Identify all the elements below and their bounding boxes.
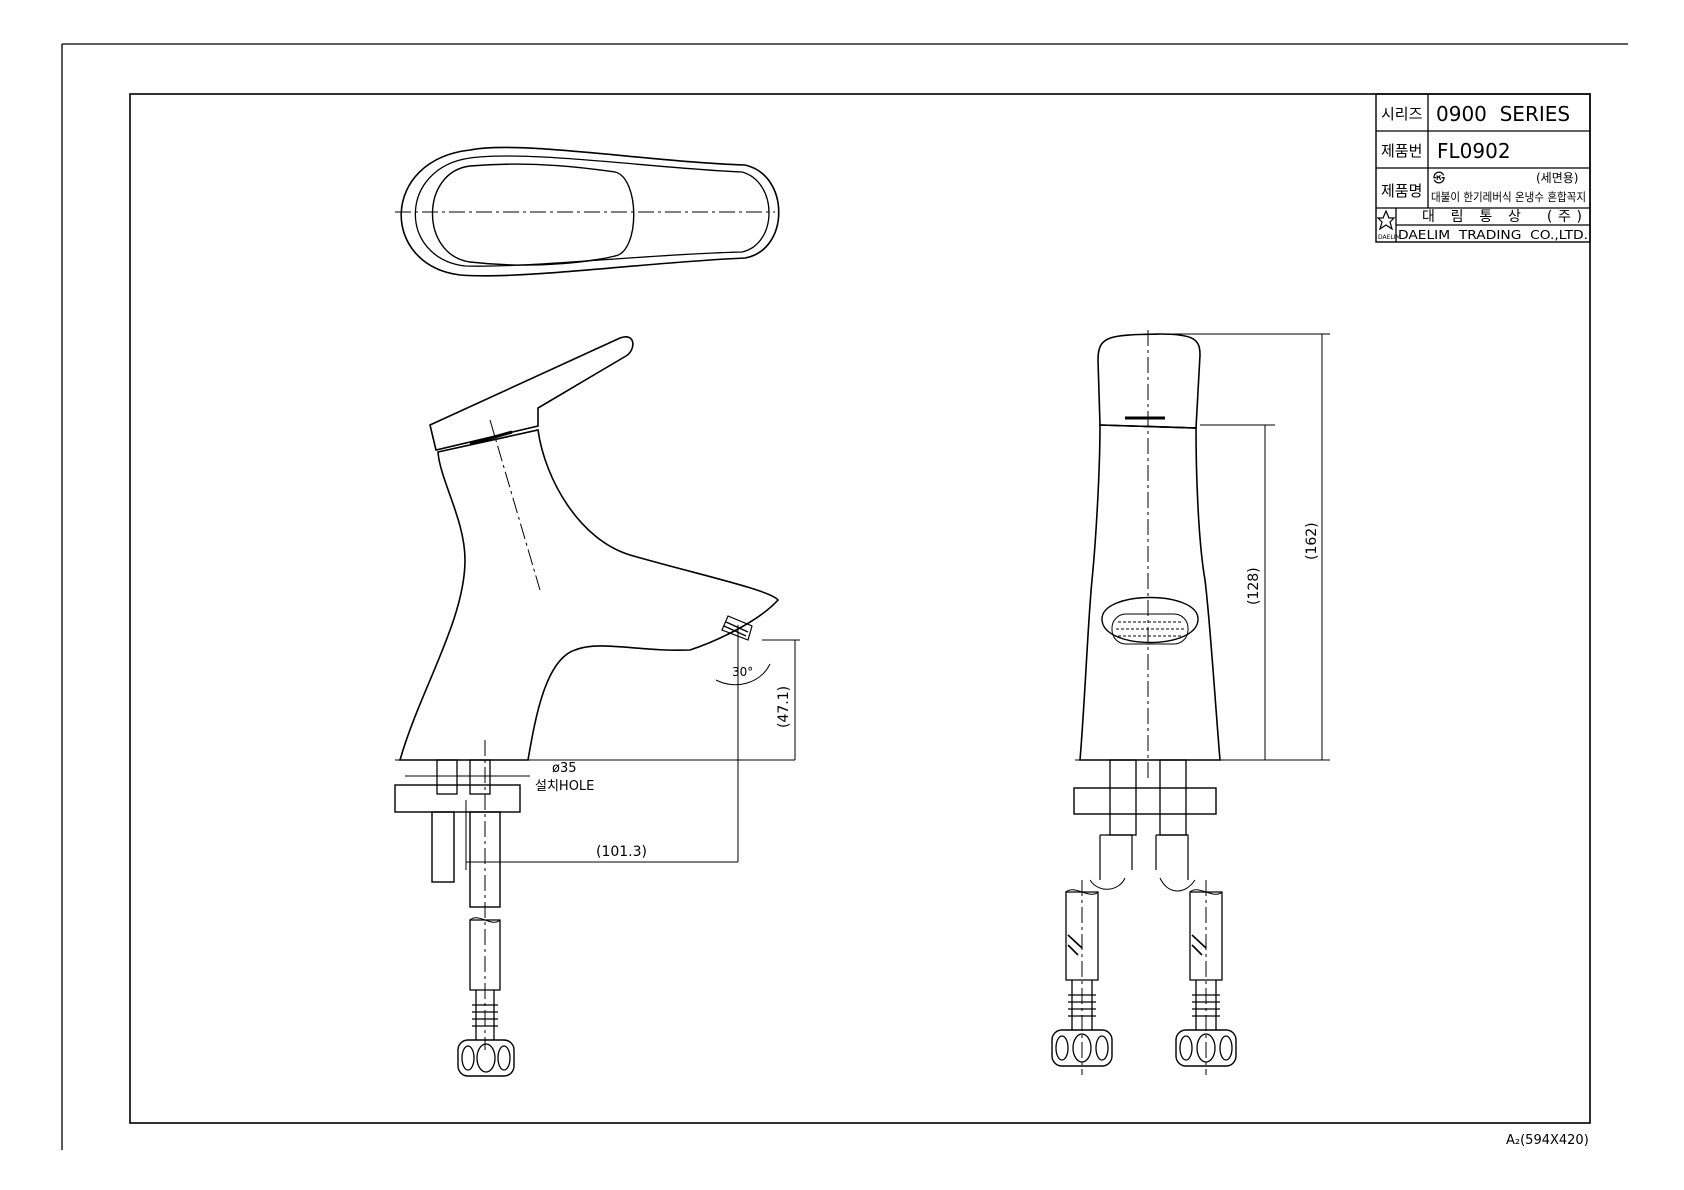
company-logo: DAELIM: [1376, 209, 1401, 241]
sheet-size: A₂(594X420): [1506, 1133, 1589, 1148]
product-name-value: 대불이 한기레버식 온냉수 혼합꼭지: [1431, 190, 1586, 204]
company-korean: 대 림 통 상 (주): [1422, 209, 1582, 225]
product-name-mark: ㉿: [1433, 171, 1445, 185]
sheet-frame: [61, 43, 1628, 1150]
side-view: 30° (47.1) (101.3) ø35 설치HOLE: [394, 336, 800, 1077]
reach-dimension: (101.3): [596, 844, 647, 860]
logo-text: DAELIM: [1378, 234, 1401, 241]
series-label: 시리즈: [1381, 105, 1423, 123]
hole-diameter: ø35: [552, 761, 577, 776]
top-view: [395, 146, 780, 277]
body-height-dimension: (128): [1246, 567, 1262, 605]
product-name-note: (세면용): [1536, 171, 1578, 185]
spout-height-dimension: (47.1): [776, 686, 792, 728]
product-no-label: 제품번: [1381, 142, 1422, 160]
series-value: 0900 SERIES: [1436, 102, 1570, 126]
product-name-label: 제품명: [1381, 182, 1422, 200]
angle-dimension: 30°: [732, 665, 753, 679]
overall-height-dimension: (162): [1304, 522, 1320, 560]
hole-label: 설치HOLE: [535, 779, 594, 794]
company-english: DAELIM TRADING CO.,LTD.: [1398, 227, 1588, 242]
title-block: 시리즈 0900 SERIES 제품번 FL0902 제품명 ㉿ (세면용) 대…: [1375, 93, 1591, 243]
front-view: (128) (162): [1051, 330, 1330, 1075]
product-no-value: FL0902: [1437, 139, 1511, 163]
